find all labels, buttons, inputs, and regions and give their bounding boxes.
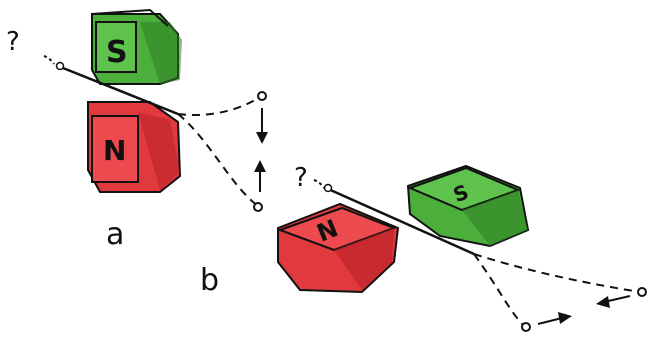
panel-b-north-magnet: N	[277, 202, 400, 294]
panel-b-question-mark: ?	[294, 163, 308, 193]
panel-a-label: a	[106, 217, 124, 252]
panel-b: N S ? b	[200, 163, 647, 332]
panel-b-south-magnet: S	[406, 164, 530, 248]
panel-b-lower-path	[473, 253, 525, 327]
panel-b-upper-point	[637, 287, 647, 297]
panel-a-up-arrow-icon	[254, 160, 266, 192]
panel-b-lower-point	[521, 322, 531, 332]
panel-a: S N ? a	[6, 8, 268, 252]
panel-a-lower-point	[253, 202, 263, 212]
panel-a-upper-path	[177, 95, 263, 117]
panel-a-upper-point	[257, 91, 267, 101]
panel-b-right-arrow-icon	[537, 312, 572, 325]
panel-a-south-magnet: S	[91, 8, 182, 85]
panel-b-beam	[325, 186, 475, 256]
panel-a-question-mark: ?	[6, 27, 20, 57]
panel-a-north-label: N	[103, 134, 126, 167]
panel-a-south-label: S	[106, 35, 128, 70]
panel-b-left-arrow-icon	[596, 295, 631, 308]
panel-a-down-arrow-icon	[256, 108, 268, 144]
panel-b-label: b	[200, 263, 219, 298]
panel-a-north-magnet: N	[87, 101, 182, 193]
panel-a-lower-path	[177, 113, 259, 207]
panel-a-beam	[57, 64, 179, 116]
panel-b-upper-path	[473, 253, 641, 293]
